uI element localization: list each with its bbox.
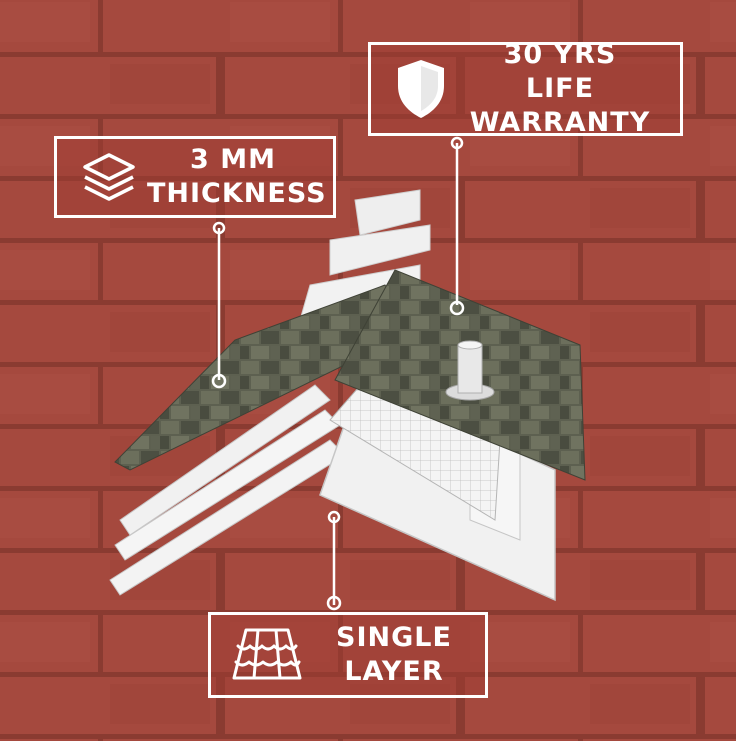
thickness-line-2: THICKNESS (147, 178, 327, 209)
thickness-line-1: 3 MM (190, 144, 276, 175)
shield-icon (391, 58, 451, 120)
warranty-callout: 30 YRS LIFE WARRANTY (368, 39, 683, 138)
thickness-label: 3 MM THICKNESS (147, 143, 327, 211)
leader-dot (327, 510, 341, 524)
leader-dot (449, 300, 465, 316)
single-layer-line-1: SINGLE (336, 622, 452, 653)
layers-icon (79, 151, 139, 203)
roof-tile-icon (227, 626, 307, 684)
single-layer-line-2: LAYER (344, 656, 444, 687)
single-layer-callout: SINGLE LAYER (208, 612, 488, 698)
warranty-label: 30 YRS LIFE WARRANTY (465, 38, 655, 140)
thickness-callout: 3 MM THICKNESS (54, 136, 336, 218)
warranty-line-2: WARRANTY (469, 107, 651, 138)
roof-vent-pipe (445, 340, 495, 401)
leader-dot (450, 136, 464, 150)
leader-dot (211, 373, 227, 389)
single-layer-label: SINGLE LAYER (319, 621, 469, 689)
leader-dot (212, 221, 226, 235)
leader-dot (326, 595, 342, 611)
warranty-line-1: 30 YRS LIFE (503, 39, 617, 104)
leader-lines (217, 143, 459, 605)
